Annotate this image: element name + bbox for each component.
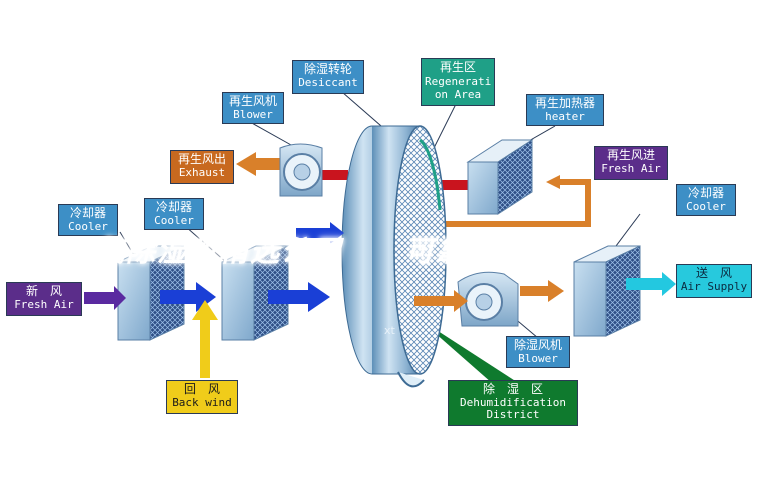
label-desiccant: 除湿转轮 Desiccant [292,60,364,94]
cooler-right-unit [573,245,641,337]
blower-bottom-unit [457,271,519,327]
blue-arrow-3 [296,228,330,238]
desiccant-wheel [341,125,447,388]
label-fresh-air-zh: 新 风 [25,284,62,298]
fresh-air-arrow [84,292,114,304]
label-back-wind-en: Back wind [172,395,232,409]
dehum-arrow-2 [520,286,548,296]
label-back-wind: 回 风 Back wind [166,380,238,414]
label-cooler-mid-zh: 冷却器 [155,200,192,214]
label-regen-in-en: Fresh Air [601,161,661,175]
label-heater: 再生加热器 heater [526,94,604,126]
blower-top-unit [279,143,323,197]
label-cooler-right-zh: 冷却器 [687,186,724,200]
dehum-arrow-1 [414,296,454,306]
label-regen-in: 再生风进 Fresh Air [594,146,668,180]
label-heater-en: heater [545,109,585,123]
label-blower-top-en: Blower [233,107,273,121]
exhaust-arrow [236,152,256,176]
watermark: xt [384,324,396,337]
label-exhaust: 再生风出 Exhaust [170,150,234,184]
pointer-lines [119,91,641,339]
blue-arrow-1 [160,290,196,304]
label-blower-bottom-zh: 除湿风机 [513,338,562,352]
label-regen-area-zh: 再生区 [439,60,476,74]
label-blower-bottom-en: Blower [518,351,558,365]
label-fresh-air: 新 风 Fresh Air [6,282,82,316]
label-cooler-mid-en: Cooler [154,213,194,227]
label-cooler-right: 冷却器 Cooler [676,184,736,216]
label-desiccant-zh: 除湿转轮 [303,62,352,76]
back-wind-arrow [200,318,210,378]
blue-arrow-2 [268,290,308,304]
label-regen-area-en: Regenerati on Area [425,74,492,101]
label-regen-in-zh: 再生风进 [606,148,655,162]
heater-unit [466,139,534,215]
label-cooler-left-en: Cooler [68,219,108,233]
flow-arrows [84,222,676,378]
label-supply: 送 风 Air Supply [676,264,752,298]
label-dehum-district-zh: 除 湿 区 [482,382,543,396]
overlay-banner: 气除湿机精选公司 可靠 [95,234,468,268]
label-back-wind-zh: 回 风 [183,382,220,396]
label-blower-top: 再生风机 Blower [222,92,284,124]
label-supply-zh: 送 风 [695,266,732,280]
label-supply-en: Air Supply [680,279,748,293]
label-exhaust-en: Exhaust [178,165,226,179]
dehum-pointer [418,318,520,390]
label-desiccant-en: Desiccant [298,75,358,89]
label-cooler-left: 冷却器 Cooler [58,204,118,236]
label-exhaust-zh: 再生风出 [177,152,226,166]
label-fresh-air-en: Fresh Air [14,297,74,311]
label-cooler-mid: 冷却器 Cooler [144,198,204,230]
label-cooler-left-zh: 冷却器 [69,206,106,220]
label-dehum-district: 除 湿 区 Dehumidification District [448,380,578,426]
label-regen-area: 再生区 Regenerati on Area [421,58,495,106]
label-blower-bottom: 除湿风机 Blower [506,336,570,368]
label-dehum-district-en: Dehumidification District [460,395,566,422]
label-heater-zh: 再生加热器 [534,96,595,110]
label-blower-top-zh: 再生风机 [228,94,277,108]
label-cooler-right-en: Cooler [686,199,726,213]
supply-arrow [626,278,662,290]
